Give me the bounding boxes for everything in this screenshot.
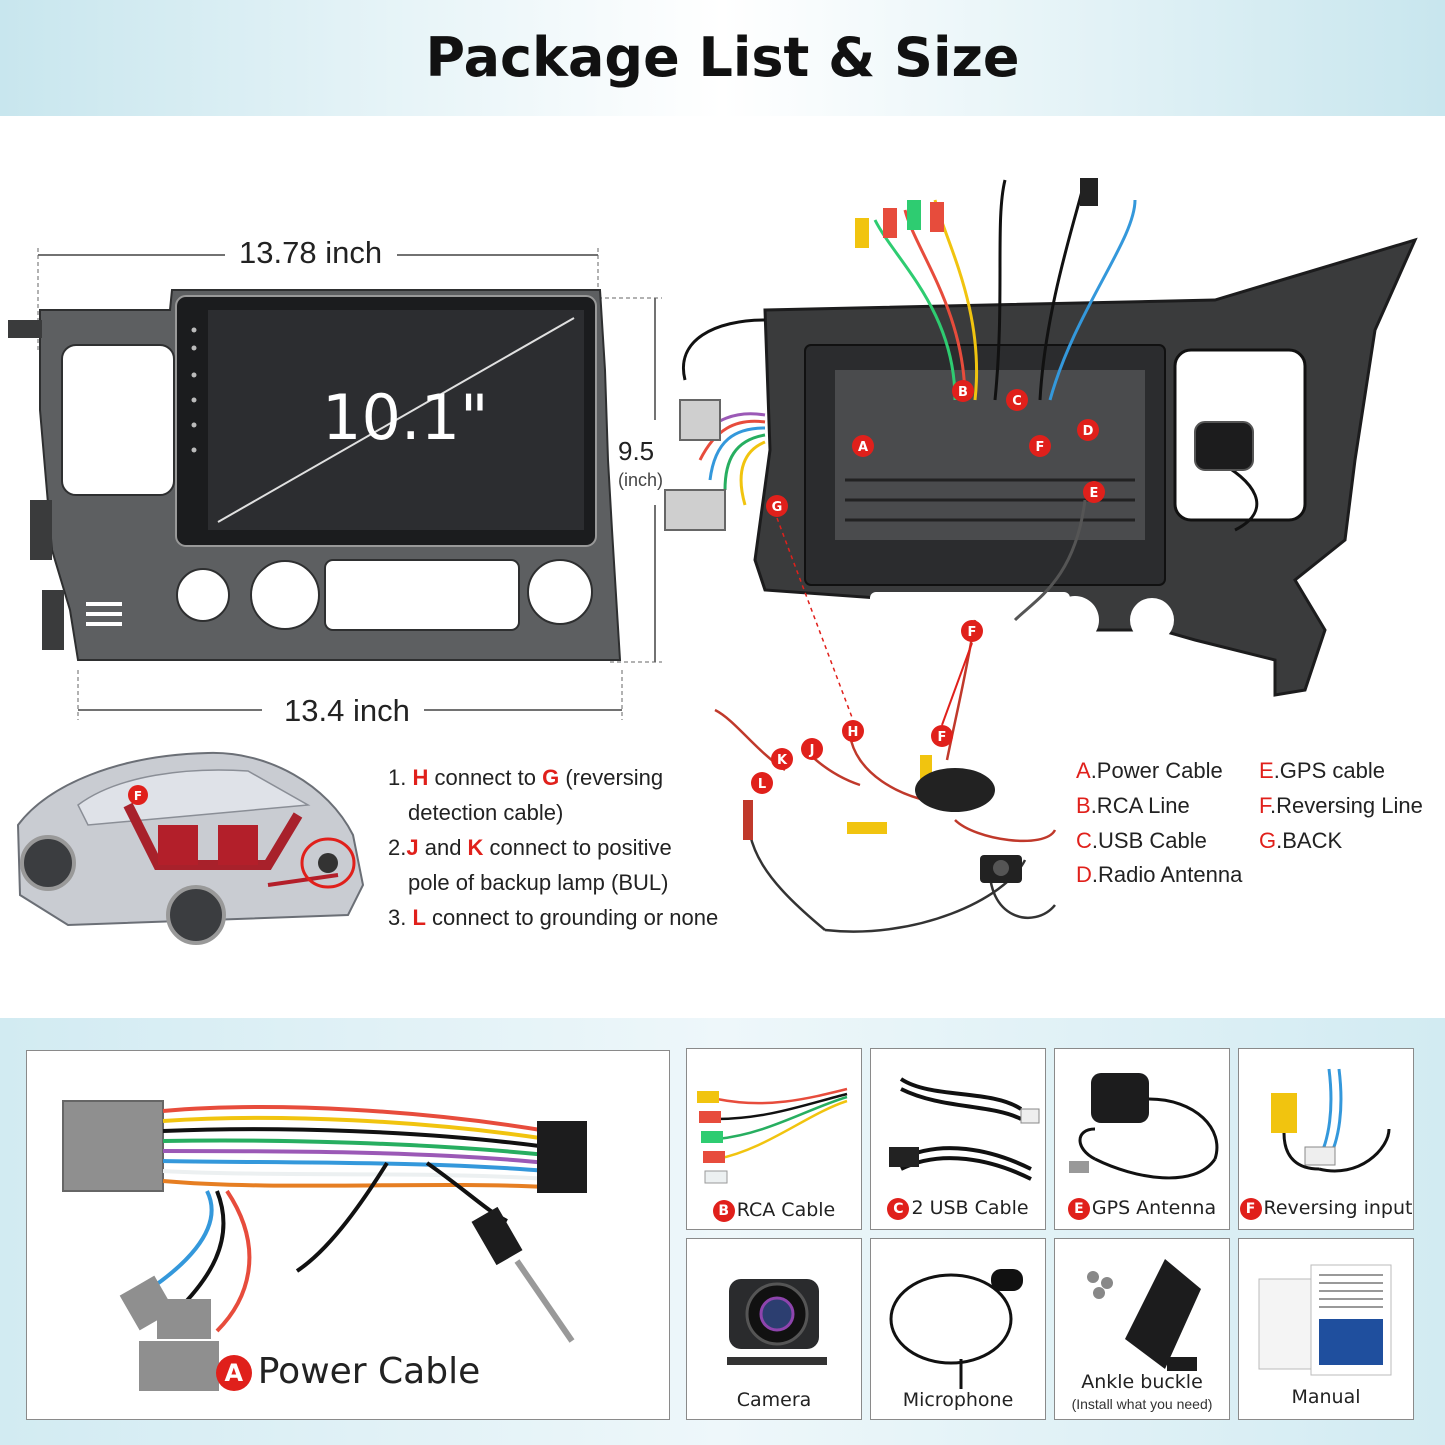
reversing-image — [1271, 1068, 1391, 1173]
legend-b: B.RCA Line — [1076, 793, 1190, 818]
top-width-label: 13.78 inch — [239, 235, 383, 270]
height-value-label: 9.5 — [618, 436, 655, 466]
ankle-buckle-image — [1087, 1259, 1201, 1371]
head-unit-diagram — [8, 248, 662, 720]
card-camera: Camera — [686, 1238, 862, 1420]
camera-label: Camera — [736, 1389, 812, 1411]
bottom-width-label: 13.4 inch — [284, 693, 410, 728]
legend-a: A.Power Cable — [1076, 758, 1223, 783]
gps-image — [1069, 1073, 1219, 1180]
badge-b: B — [712, 1199, 735, 1222]
rca-image — [697, 1087, 848, 1184]
instruction-3: 3. L connect to grounding or none — [388, 905, 719, 930]
manual-label: Manual — [1291, 1386, 1361, 1408]
instruction-2: 2.J and K connect to positive pole of ba… — [388, 835, 672, 895]
microphone-image — [889, 1269, 1023, 1389]
badge-a: A — [215, 1355, 252, 1391]
legend-f: F.Reversing Line — [1259, 793, 1423, 818]
legend-g: G.BACK — [1259, 828, 1343, 853]
badge-f: F — [1239, 1197, 1262, 1220]
card-microphone: Microphone — [870, 1238, 1046, 1420]
instruction-1: 1. H connect to G (reversing detection c… — [388, 765, 664, 825]
card-manual: Manual — [1238, 1238, 1414, 1420]
legend-d: D.Radio Antenna — [1076, 862, 1243, 887]
header-band — [0, 0, 1445, 116]
usb-image — [889, 1077, 1040, 1181]
screen-size-label: 10.1" — [322, 381, 489, 454]
card-ankle-buckle: Ankle buckle (Install what you need) — [1054, 1238, 1230, 1420]
microphone-label: Microphone — [902, 1389, 1014, 1411]
page-title: Package List & Size — [425, 26, 1020, 89]
ankle-buckle-label: Ankle buckle — [1081, 1371, 1203, 1393]
car-illustration: F — [16, 751, 365, 945]
badge-e: E — [1067, 1197, 1090, 1220]
badge-c: C — [887, 1197, 910, 1220]
svg-text:F: F — [134, 789, 142, 803]
height-unit-label: (inch) — [618, 470, 664, 490]
ankle-buckle-sub: (Install what you need) — [1071, 1396, 1213, 1412]
legend-e: E.GPS cable — [1259, 758, 1385, 783]
power-cable-image — [62, 1100, 587, 1391]
legend-c: C.USB Cable — [1076, 828, 1207, 853]
wiring-rear-view — [664, 178, 1418, 933]
manual-image — [1258, 1264, 1392, 1376]
camera-image — [727, 1279, 827, 1365]
